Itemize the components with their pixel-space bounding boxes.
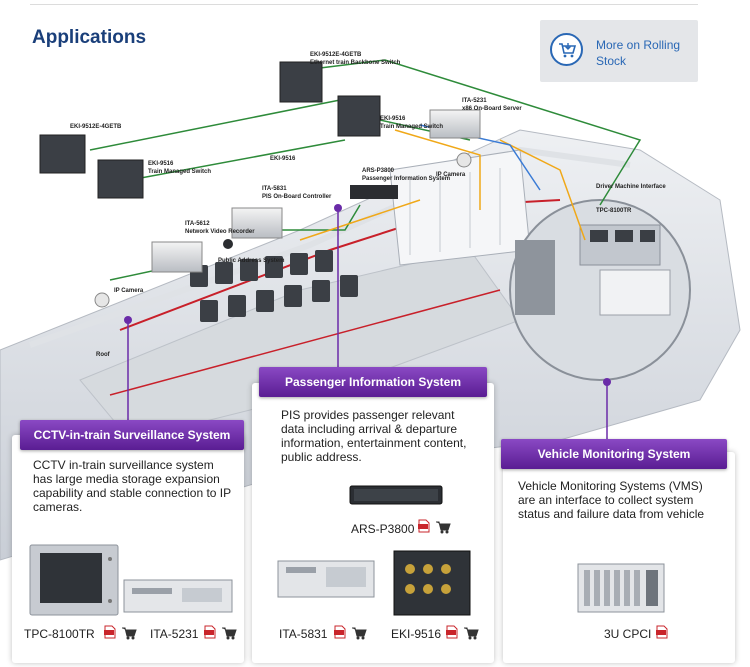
cart-icon[interactable] (121, 626, 137, 640)
ars-p3800-product-image (349, 485, 443, 505)
cctv-card-title: CCTV-in-train Surveillance System (20, 420, 244, 450)
eki9516-left-sub: Train Managed Switch (148, 169, 211, 175)
vms-card-title: Vehicle Monitoring System (501, 439, 727, 469)
cart-icon[interactable] (435, 520, 451, 534)
pis-description: PIS provides passenger relevant data inc… (281, 408, 467, 464)
shopping-cart-icon (550, 33, 583, 66)
tpc8100tr-label[interactable]: TPC-8100TR (24, 627, 95, 641)
eki9512-top-sub: Ethernet train Backbone Switch (310, 60, 401, 66)
dmi-label: Driver Machine Interface (596, 184, 666, 190)
ita5831-label: ITA-5831 (262, 186, 287, 192)
vms-description: Vehicle Monitoring Systems (VMS) are an … (518, 479, 705, 521)
more-rolling-stock-link[interactable]: More on Rolling Stock (540, 20, 698, 82)
cart-icon[interactable] (351, 626, 367, 640)
ip-camera-top-label: IP Camera (436, 172, 466, 178)
public-address-label: Public Address System (218, 258, 284, 264)
eki9516-left-label: EKI-9516 (148, 161, 174, 167)
pis-card (252, 383, 494, 663)
ita5831-sub: PIS On-Board Controller (262, 194, 332, 200)
eki9512-left-label: EKI-9512E-4GETB (70, 124, 122, 130)
tpc8100tr-product-image (29, 544, 119, 616)
ars-p3800-label[interactable]: ARS-P3800 (351, 522, 415, 536)
pdf-icon[interactable] (204, 625, 216, 639)
ip-camera-left-label: IP Camera (114, 288, 144, 294)
pdf-icon[interactable] (334, 625, 346, 639)
cart-icon[interactable] (221, 626, 237, 640)
ita5231-label: ITA-5231 (462, 98, 487, 104)
ars-p3800-label: ARS-P3800 (362, 168, 395, 174)
eki9516-right-label: EKI-9516 (380, 116, 406, 122)
more-rolling-stock-text: More on Rolling Stock (596, 38, 681, 68)
ita5831-product-image (277, 560, 375, 598)
pdf-icon[interactable] (104, 625, 116, 639)
cctv-description: CCTV in-train surveillance system has la… (33, 458, 231, 514)
eki9516-label[interactable]: EKI-9516 (391, 627, 442, 641)
eki9516-right-sub: Train Managed Switch (380, 124, 443, 130)
pdf-icon[interactable] (446, 625, 458, 639)
pis-card-title: Passenger Information System (259, 367, 487, 397)
3u-cpci-product-image (577, 563, 665, 613)
ita5231-label[interactable]: ITA-5231 (150, 627, 199, 641)
ars-p3800-sub: Passenger Information System (362, 176, 450, 182)
ita5231-product-image (123, 579, 233, 613)
top-divider (30, 4, 698, 5)
vms-card (503, 452, 735, 663)
cart-icon[interactable] (463, 626, 479, 640)
3u-cpci-label[interactable]: 3U CPCI (604, 627, 652, 641)
roof-label: Roof (96, 352, 111, 358)
ita5612-label: ITA-5612 (185, 221, 210, 227)
eki9516-product-image (393, 550, 471, 616)
eki9512-top-label: EKI-9512E-4GETB (310, 52, 362, 58)
pdf-icon[interactable] (418, 519, 430, 533)
pdf-icon[interactable] (656, 625, 668, 639)
page-title: Applications (32, 27, 147, 48)
ita5612-sub: Network Video Recorder (185, 229, 255, 235)
tpc8100tr-label: TPC-8100TR (596, 208, 632, 214)
ita5231-sub: x86 On-Board Server (462, 106, 522, 112)
ita5831-label[interactable]: ITA-5831 (279, 627, 328, 641)
eki9516-line-label: EKI-9516 (270, 156, 296, 162)
